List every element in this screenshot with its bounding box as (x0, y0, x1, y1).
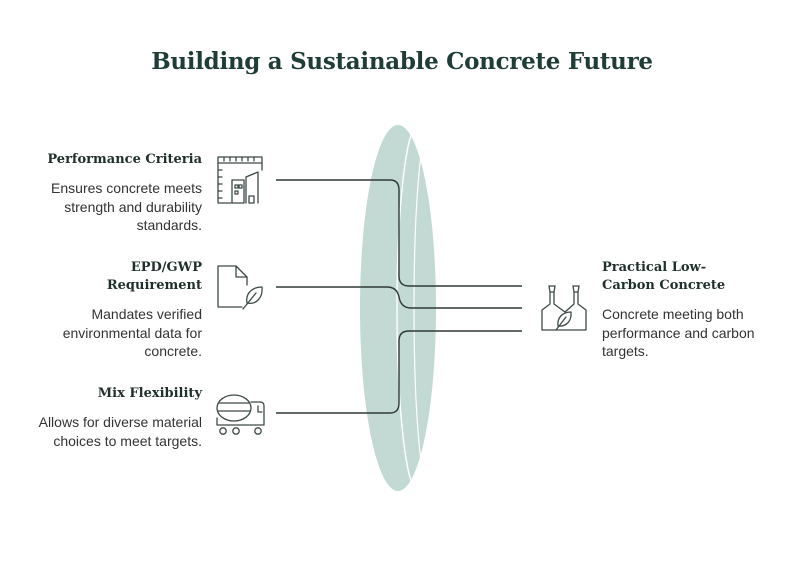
connector-epd (276, 286, 522, 309)
input-heading: EPD/GWP Requirement (106, 260, 202, 293)
input-description: Mandates verified environmental data for… (62, 306, 202, 359)
input-block-performance: Performance Criteria Ensures concrete me… (2, 151, 202, 235)
eco-factory-icon (541, 285, 587, 331)
blueprint-building-icon (217, 156, 263, 204)
diagram-title: Building a Sustainable Concrete Future (151, 48, 653, 75)
input-block-mix: Mix Flexibility Allows for diverse mater… (2, 385, 202, 450)
connector-lines (276, 179, 522, 414)
document-leaf-icon (217, 265, 263, 310)
connector-mix (276, 330, 522, 414)
output-description: Concrete meeting both performance and ca… (602, 306, 755, 359)
input-description: Ensures concrete meets strength and dura… (51, 180, 202, 233)
output-heading: Practical Low-Carbon Concrete (602, 260, 726, 293)
input-block-epd: EPD/GWP Requirement Mandates verified en… (2, 259, 202, 361)
connector-performance (276, 179, 522, 287)
input-description: Allows for diverse material choices to m… (38, 414, 202, 449)
output-block: Practical Low-Carbon Concrete Concrete m… (602, 259, 762, 361)
concrete-mixer-icon (216, 394, 265, 435)
input-heading: Performance Criteria (47, 152, 202, 167)
input-heading: Mix Flexibility (97, 386, 202, 401)
